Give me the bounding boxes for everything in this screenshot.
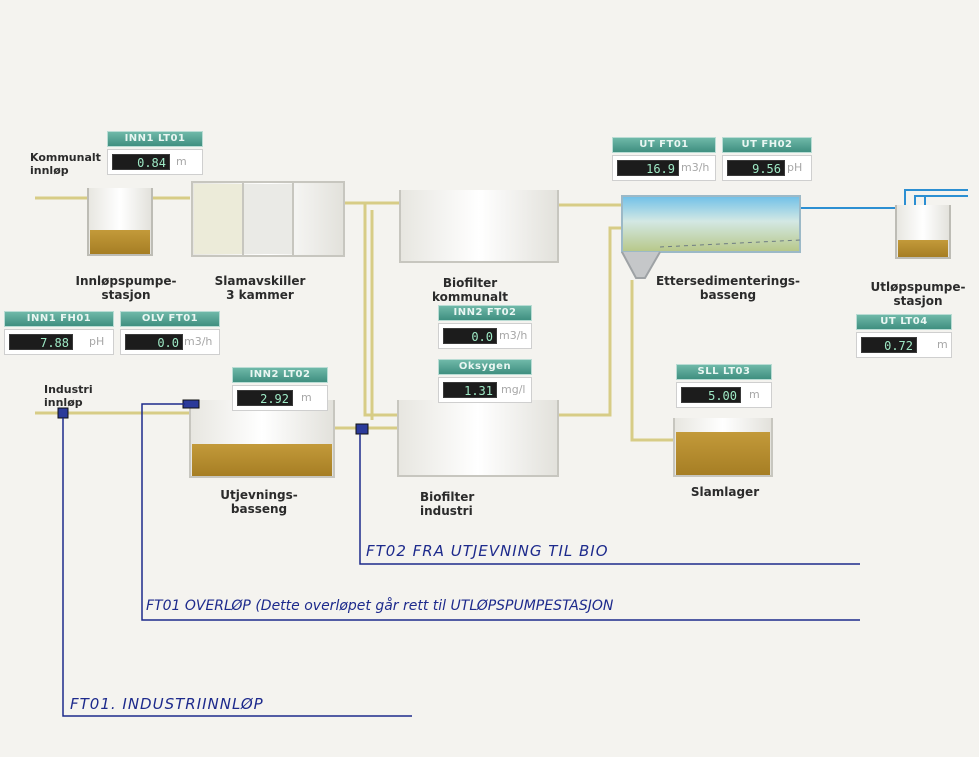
readout-unit: m: [176, 155, 187, 168]
pipe-industri-bio-to-sed: [558, 226, 622, 417]
readout-oksygen[interactable]: Oksygen 1.31 mg/l: [438, 359, 532, 407]
readout-unit: m3/h: [681, 161, 710, 174]
readout-unit: m: [937, 338, 948, 351]
readout-tag: SLL LT03: [676, 364, 772, 380]
flowmeter-ft02[interactable]: [355, 423, 369, 435]
readout-tag: UT FH02: [722, 137, 812, 153]
readout-body: 16.9 m3/h: [612, 155, 716, 181]
readout-tag: UT LT04: [856, 314, 952, 330]
readout-tag: UT FT01: [612, 137, 716, 153]
readout-body: 2.92 m: [232, 385, 328, 411]
readout-inn1-fh01[interactable]: INN1 FH01 7.88 pH: [4, 311, 114, 359]
slamavskiller-tank: [191, 181, 345, 257]
readout-body: 9.56 pH: [722, 155, 812, 181]
readout-unit: m3/h: [184, 335, 213, 348]
label-ettersedimentering: Ettersedimenterings-basseng: [655, 274, 801, 302]
readout-unit: pH: [787, 161, 803, 174]
readout-value: 16.9: [617, 160, 679, 176]
readout-value: 5.00: [681, 387, 741, 403]
readout-ut-lt04[interactable]: UT LT04 0.72 m: [856, 314, 952, 362]
readout-ut-fh02[interactable]: UT FH02 9.56 pH: [722, 137, 812, 185]
flowmeter-ft01-overlop[interactable]: [182, 399, 200, 409]
label-slamlager: Slamlager: [690, 485, 760, 499]
readout-body: 5.00 m: [676, 382, 772, 408]
readout-sll-lt03[interactable]: SLL LT03 5.00 m: [676, 364, 772, 412]
utlopspumpestasjon-tank: [895, 205, 951, 259]
innlopspumpestasjon-tank: [87, 188, 153, 256]
readout-body: 0.72 m: [856, 332, 952, 358]
readout-ut-ft01[interactable]: UT FT01 16.9 m3/h: [612, 137, 716, 185]
readout-value: 1.31: [443, 382, 497, 398]
annotation-lines: [62, 403, 860, 717]
readout-olv-ft01[interactable]: OLV FT01 0.0 m3/h: [120, 311, 220, 359]
readout-value: 9.56: [727, 160, 785, 176]
readout-tag: OLV FT01: [120, 311, 220, 327]
readout-body: 0.0 m3/h: [120, 329, 220, 355]
label-utlopspumpestasjon: Utløpspumpe-stasjon: [870, 280, 966, 308]
readout-tag: INN1 FH01: [4, 311, 114, 327]
readout-unit: m: [301, 391, 312, 404]
readout-value: 0.84: [112, 154, 170, 170]
readout-value: 0.0: [443, 328, 497, 344]
readout-unit: m3/h: [499, 329, 528, 342]
readout-body: 7.88 pH: [4, 329, 114, 355]
pipe-split-down: [363, 203, 400, 417]
slamlager-tank: [673, 418, 773, 477]
readout-value: 2.92: [237, 390, 293, 406]
flowmeter-ft01-industri[interactable]: [57, 407, 69, 419]
readout-inn1-lt01[interactable]: INN1 LT01 0.84 m: [107, 131, 203, 179]
readout-value: 7.88: [9, 334, 73, 350]
biofilter-industri-tank: [397, 400, 559, 477]
ettersedimentering-tank: [621, 195, 801, 279]
readout-unit: mg/l: [501, 383, 526, 396]
label-utjevningsbasseng: Utjevnings-basseng: [220, 488, 298, 516]
annotation-ft02: FT02 FRA UTJEVNING TIL BIO: [366, 542, 609, 560]
readout-body: 0.0 m3/h: [438, 323, 532, 349]
readout-value: 0.0: [125, 334, 183, 350]
readout-body: 1.31 mg/l: [438, 377, 532, 403]
pipe-sludge-to-slamlager: [630, 280, 675, 442]
readout-tag: INN2 FT02: [438, 305, 532, 321]
biofilter-kommunalt-tank: [399, 190, 559, 263]
readout-inn2-ft02[interactable]: INN2 FT02 0.0 m3/h: [438, 305, 532, 353]
readout-tag: INN1 LT01: [107, 131, 203, 147]
readout-unit: m: [749, 388, 760, 401]
annotation-ft01-overlop: FT01 OVERLØP (Dette overløpet går rett t…: [146, 598, 614, 614]
readout-unit: pH: [89, 335, 105, 348]
readout-body: 0.84 m: [107, 149, 203, 175]
readout-tag: Oksygen: [438, 359, 532, 375]
utjevningsbasseng-tank: [189, 400, 335, 478]
readout-tag: INN2 LT02: [232, 367, 328, 383]
readout-value: 0.72: [861, 337, 917, 353]
label-innlopspumpestasjon: Innløpspumpe-stasjon: [75, 274, 177, 302]
annotation-ft01-industri: FT01. INDUSTRIINNLØP: [70, 695, 264, 713]
readout-inn2-lt02[interactable]: INN2 LT02 2.92 m: [232, 367, 328, 415]
